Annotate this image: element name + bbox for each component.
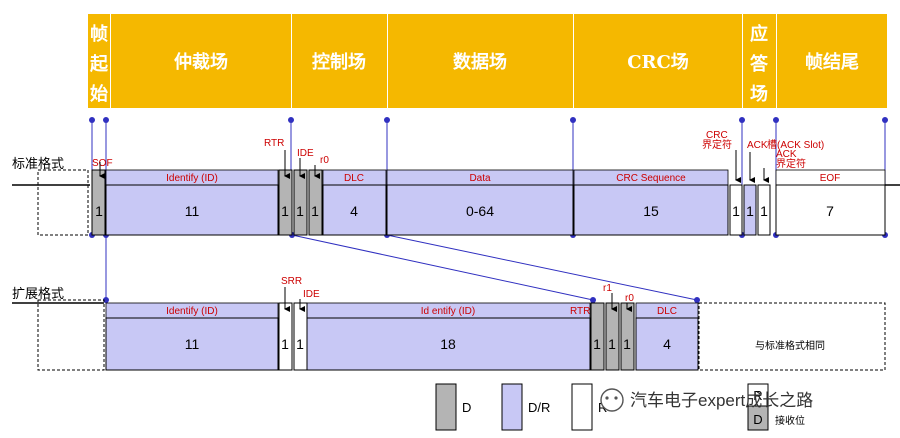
std-bits-sof: 1 [95,203,103,219]
ext-bits-r0: 1 [623,336,631,352]
header-data-label: 数据场 [453,51,507,73]
std-label-sof: SOF [92,158,113,169]
ext-label-ide: IDE [303,289,320,300]
header-ack [743,14,776,108]
std-bits-dlc: 4 [350,203,358,219]
std-field-sof [91,169,106,236]
header-sof-line3: 始 [90,83,108,105]
std-label-crc-delim-2: 界定符 [702,138,732,151]
std-label-ack-delim-1: ACK [776,149,797,160]
ext-field-rest [698,302,886,371]
legend-swatch-dr [501,383,523,431]
std-label-ack-slot: 槽(ACK Slot) [767,138,824,151]
legend-swatch-recv-bottom [747,405,769,431]
legend-swatch-d [435,383,457,431]
std-bits-ack-slot: 1 [746,203,754,219]
wechat-icon [600,388,624,412]
ext-bits-id-base: 11 [185,336,200,352]
std-name-data: Data [469,173,491,184]
ext-field-id-base [105,317,279,371]
watermark-text: 汽车电子expert成长之路 [630,391,813,410]
ext-name-id-ext: Id entify (ID) [421,306,475,317]
std-bits-r0: 1 [311,203,319,219]
header-control-label: 控制场 [312,51,366,73]
std-field-data [386,184,574,236]
ext-label-rtr: RTR [570,306,590,317]
ext-same-as-standard: 与标准格式相同 [755,339,825,352]
header-eof [777,14,887,108]
std-field-crc-delim [729,184,743,236]
std-field-ack-slot [743,184,757,236]
header-ack-line1: 应 [750,23,768,45]
ext-bits-srr: 1 [281,336,289,352]
std-name-crc: CRC Sequence [616,173,686,184]
std-field-id [105,184,279,236]
header-crc [574,14,742,108]
std-label-ack-delim-2: 界定符 [776,157,806,170]
watermark: 汽车电子expert成长之路 [600,388,813,412]
header-data [388,14,573,108]
ext-name-id-base: Identify (ID) [166,306,218,317]
std-label-ide: IDE [297,148,314,159]
ext-label-r1: r1 [603,283,612,294]
legend-recv-desc: 接收位 [775,414,805,427]
header-control [292,14,387,108]
header-sof-line1: 帧 [90,23,108,45]
legend-label-d: D [462,400,471,415]
extended-row: 扩展格式 Identify (ID) Id entify (ID) DLC 11… [12,276,886,371]
legend-recv-bottom: D [753,412,762,427]
std-bits-ide: 1 [296,203,304,219]
std-field-ack-delim [757,184,771,236]
std-field-eof [775,184,886,236]
std-bits-rtr: 1 [281,203,289,219]
header-crc-label: CRC场 [627,52,689,73]
std-field-dlc [322,184,387,236]
std-label-rtr: RTR [264,138,284,149]
legend-label-r: R [598,400,607,415]
header-sof-line2: 起 [89,53,109,75]
legend-recv-top: R [753,388,762,403]
std-bits-eof: 7 [826,203,834,219]
extended-title: 扩展格式 [12,286,64,301]
header-ack-line3: 场 [750,84,768,105]
std-label-ack: ACK [747,140,768,151]
std-field-crc [573,184,729,236]
ext-bits-dlc: 4 [663,336,671,352]
standard-row: 标准格式 Identify (ID) DLC Data CRC Sequence… [12,130,900,236]
ext-field-dlc [635,317,699,371]
ext-bits-r1: 1 [608,336,616,352]
std-label-r0: r0 [320,155,329,166]
std-bits-data: 0-64 [466,203,494,219]
std-bits-crc: 15 [643,203,659,219]
header-ack-line2: 答 [750,53,769,75]
std-bits-ack-delim: 1 [760,203,768,219]
ext-bits-ide: 1 [296,336,304,352]
std-bits-crc-delim: 1 [732,203,740,219]
std-label-crc-delim-1: CRC [706,130,728,141]
std-name-id: Identify (ID) [166,173,218,184]
ext-name-dlc: DLC [657,306,677,317]
std-name-eof: EOF [820,173,841,184]
std-bits-id: 11 [185,203,200,219]
header-arbitration-label: 仲裁场 [174,51,228,73]
legend-label-dr: D/R [528,400,550,415]
header-eof-label: 帧结尾 [805,51,859,73]
ext-label-r0: r0 [625,293,634,304]
legend-swatch-r [571,383,593,431]
header-bar: 帧 起 始 仲裁场 控制场 数据场 CRC场 应 答 场 帧结尾 [88,14,887,108]
ext-field-rtr [590,302,605,371]
std-name-dlc: DLC [344,173,364,184]
standard-title: 标准格式 [12,156,64,171]
legend: D D/R R R D 接收位 [435,383,805,431]
ext-bits-id-ext: 18 [440,336,456,352]
header-frame-start [88,14,110,108]
header-arbitration [111,14,291,108]
ext-field-id-ext [306,317,591,371]
ext-bits-rtr: 1 [593,336,601,352]
ext-label-srr: SRR [281,276,302,287]
